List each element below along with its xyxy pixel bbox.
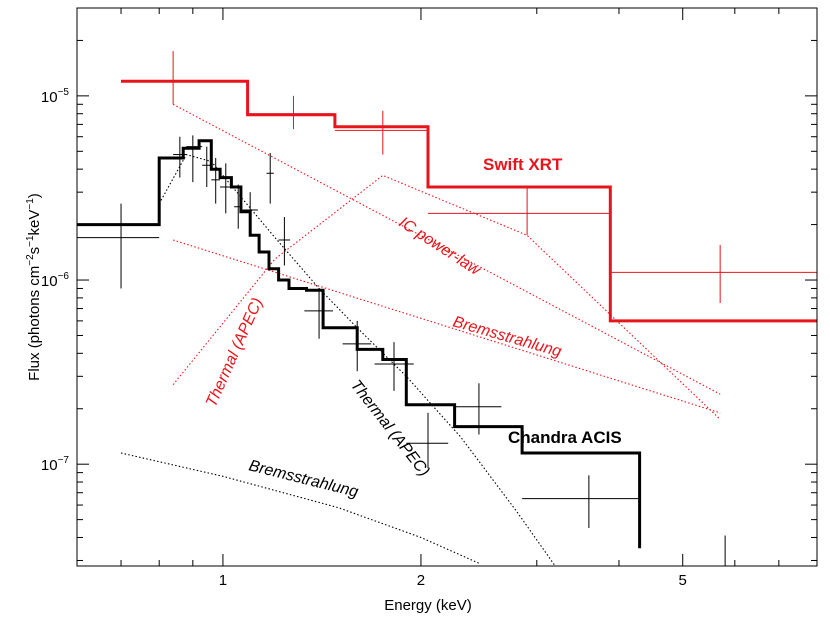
tick-labels: 1 2 5 10−5 10−6 10−7 [41, 87, 687, 589]
swift-bremsstrahlung-label: Bremsstrahlung [451, 314, 563, 361]
chandra-thermal-apec-label: Thermal (APEC) [347, 377, 433, 480]
swift-components [172, 103, 721, 420]
swift-data-point [334, 110, 429, 155]
chandra-data-points [77, 135, 726, 566]
swift-data-point [428, 186, 611, 236]
y-axis-label: Flux (photons cm−2s−1keV−1) [25, 193, 43, 381]
y-tick-label: 10−5 [41, 87, 70, 106]
chandra-data-point [304, 288, 333, 339]
chandra-acis-model-histogram [77, 139, 642, 549]
x-tick-label: 2 [417, 572, 425, 589]
chandra-data-point [522, 475, 640, 529]
swift-data-point [610, 244, 817, 304]
chandra-data-point [406, 412, 449, 469]
chandra-data-point [220, 163, 232, 214]
chandra-data-point [211, 157, 221, 204]
chandra-data-point [202, 146, 212, 187]
swift-bremsstrahlung-curve [172, 239, 721, 414]
plot-frame [76, 7, 818, 567]
swift-data-point [247, 95, 335, 130]
x-tick-label: 1 [219, 572, 227, 589]
axis-ticks [77, 8, 817, 566]
chandra-components [120, 153, 556, 567]
chandra-bremsstrahlung-label: Bremsstrahlung [247, 457, 360, 501]
chandra-data-point [77, 203, 160, 289]
chandra-acis-label: Chandra ACIS [508, 428, 622, 447]
chandra-bremsstrahlung-curve [120, 452, 480, 564]
model-histograms [77, 79, 817, 549]
y-tick-label: 10−6 [41, 271, 70, 290]
swift-thermal-apec-curve [172, 174, 721, 420]
x-tick-label: 5 [679, 572, 687, 589]
chandra-data-point [266, 152, 274, 204]
y-tick-label: 10−7 [41, 455, 70, 474]
ic-power-law-label: IC power-law [396, 214, 485, 280]
swift-thermal-apec-label: Thermal (APEC) [203, 295, 266, 409]
swift-xrt-label: Swift XRT [483, 155, 563, 174]
swift-xrt-model-histogram [121, 79, 817, 323]
chandra-data-point [278, 216, 291, 266]
x-axis-label: Energy (keV) [384, 597, 472, 614]
swift-data-point [121, 51, 248, 105]
